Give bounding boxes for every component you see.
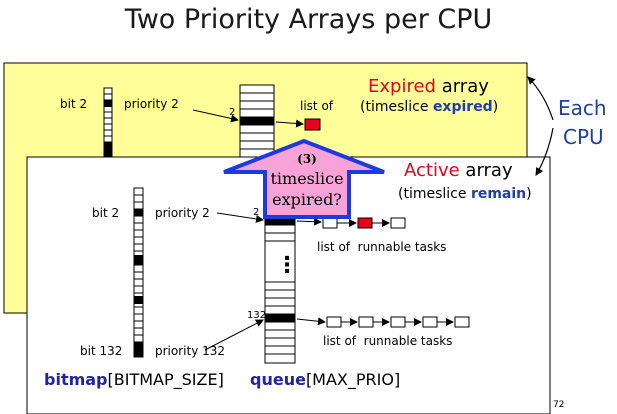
expired-bitmap <box>103 87 113 161</box>
active-list-1 <box>296 217 406 229</box>
callout-number: (3) <box>297 152 317 166</box>
active-list1-label: list of runnable tasks <box>317 240 446 254</box>
active-bitmap <box>133 187 144 358</box>
each-cpu-line1: Each <box>558 96 607 120</box>
active-index-2: 2 <box>253 207 259 218</box>
active-priority2-label: priority 2 <box>155 206 210 220</box>
each-cpu-line2: CPU <box>563 125 604 149</box>
slide-title: Two Priority Arrays per CPU <box>124 4 493 35</box>
active-word: Active <box>404 160 460 181</box>
each-cpu-arrow-down <box>535 127 554 176</box>
active-index-132: 132 <box>247 310 266 321</box>
active-bit2-label: bit 2 <box>92 206 119 220</box>
expired-priority-arrow <box>192 109 239 123</box>
active-list2-label: list of runnable tasks <box>323 334 452 348</box>
queue-max-prio-label: queue[MAX_PRIO] <box>250 370 400 390</box>
expired-word: Expired <box>368 76 436 97</box>
active-bit132-label: bit 132 <box>80 344 122 358</box>
expired-sub-bold: expired <box>433 99 493 115</box>
active-array-title: Active array <box>404 160 513 181</box>
expired-array-title: Expired array <box>368 76 489 97</box>
callout-line2: expired? <box>272 190 342 209</box>
active-priority132-arrow <box>204 319 264 351</box>
active-priority2-arrow <box>216 212 264 223</box>
active-array-subtitle: (timeslice remain) <box>398 186 532 202</box>
callout-line1: timeslice <box>270 169 343 188</box>
timeslice-expired-callout: (3) timeslice expired? <box>223 138 385 219</box>
active-queue-dots: ⋮ <box>276 253 298 278</box>
expired-queue <box>239 84 275 161</box>
expired-task-box <box>304 118 321 131</box>
each-cpu-arrow-up <box>527 76 554 121</box>
expired-array-word: array <box>436 76 489 97</box>
bitmap-size-label: bitmap[BITMAP_SIZE] <box>44 370 224 390</box>
expired-list-label: list of <box>300 99 334 113</box>
active-sub-bold: remain <box>471 186 526 202</box>
expired-priority2-label: priority 2 <box>124 97 179 111</box>
active-array-word: array <box>460 160 513 181</box>
expired-index-2: 2 <box>229 107 235 118</box>
expired-list-arrow <box>275 119 304 128</box>
expired-array-subtitle: (timeslice expired) <box>360 99 498 115</box>
page-number: 72 <box>553 400 564 410</box>
expired-bit2-label: bit 2 <box>60 97 87 111</box>
active-list-2 <box>296 316 470 328</box>
active-priority132-label: priority 132 <box>155 344 225 358</box>
